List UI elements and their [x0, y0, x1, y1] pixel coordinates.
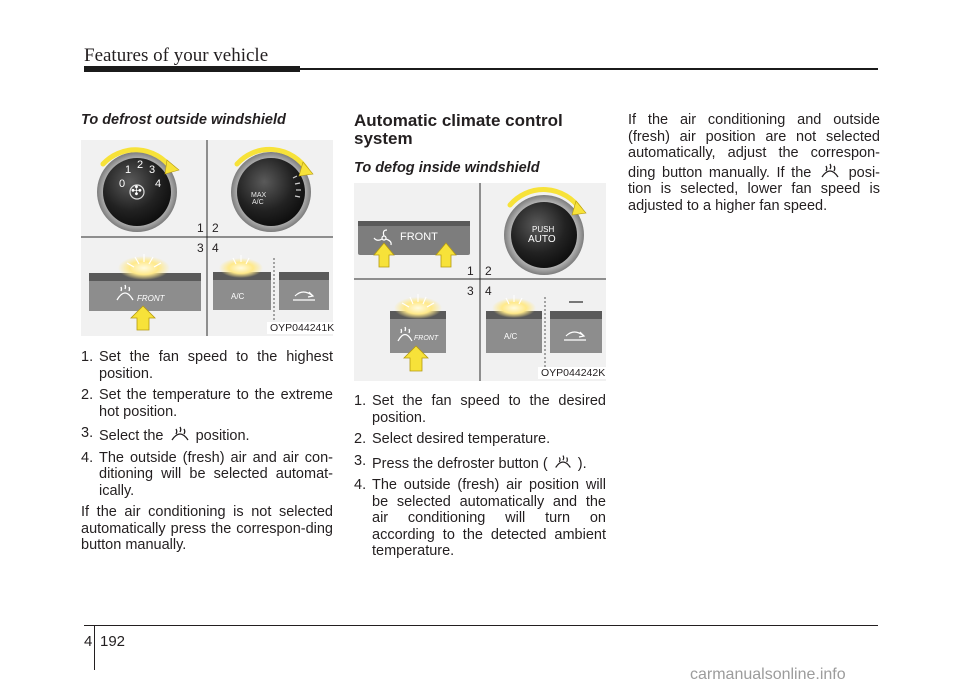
fan-icon: [373, 229, 392, 246]
column-3: If the air conditioning and outside (fre…: [628, 112, 880, 214]
figure-code: OYP044241K: [267, 322, 338, 334]
fig2-step-label-4: 4: [485, 284, 492, 298]
step-text: Set the fan speed to the highest positio…: [99, 349, 333, 382]
step-number: 3.: [354, 452, 367, 469]
step-text-pre: Press the defroster button (: [372, 455, 548, 472]
arrow-up-icon: [373, 242, 395, 268]
recirculation-icon: [564, 331, 586, 341]
list-item: 3. Press the defroster button ( ).: [354, 453, 606, 473]
step-text: The outside (fresh) air and air con-diti…: [99, 449, 333, 499]
front-button-label: FRONT: [137, 294, 165, 303]
arrow-up-icon: [435, 242, 457, 268]
ac-button-label: A/C: [231, 292, 245, 301]
paragraph-text-pre: If the air conditioning and outside (fre…: [628, 112, 880, 181]
step-number: 1.: [354, 393, 367, 409]
fig2-step-label-2: 2: [485, 264, 492, 278]
steps-list: 1. Set the fan speed to the desired posi…: [354, 393, 606, 560]
page-header-title: Features of your vehicle: [84, 45, 269, 66]
section-heading-auto-climate: Automatic climate control system: [354, 111, 563, 148]
step-text: Set the temperature to the extreme hot p…: [99, 387, 333, 420]
fig2-step-label-1: 1: [467, 264, 474, 278]
ac-button-label: A/C: [504, 332, 518, 341]
push-label: PUSH: [532, 225, 555, 234]
page-number: 192: [100, 633, 126, 650]
step-text-post: position.: [195, 428, 250, 444]
arrow-up-icon: [403, 345, 429, 372]
fig1-step-label-1: 1: [197, 221, 204, 235]
figure-defog-inside-art: [354, 183, 606, 381]
manual-adjust-paragraph: If the air conditioning and outside (fre…: [628, 112, 880, 214]
paragraph-text-post: posi-tion is selected, lower fan speed i…: [628, 164, 880, 214]
list-item: 1. Set the fan speed to the highest posi…: [81, 349, 333, 382]
header-rule-thick: [84, 66, 300, 72]
fan-dial-digit-3: 3: [149, 164, 156, 176]
list-item: 2. Set the temperature to the extreme ho…: [81, 387, 333, 420]
figure-defrost-outside-art: [81, 140, 333, 336]
arrow-up-icon: [130, 305, 156, 331]
list-item: 3. Select the position.: [81, 425, 333, 445]
header-rule-thin: [300, 68, 878, 70]
figure-defrost-outside: 0 1 2 3 4 ✣ MAX A/C FRONT A/C 1 2 3 4 OY…: [81, 140, 338, 336]
defroster-icon: [116, 284, 134, 301]
step-text-pre: Select the: [99, 428, 164, 444]
list-item: 4. The outside (fresh) air and air con-d…: [81, 450, 333, 500]
step-number: 4.: [354, 477, 367, 493]
step-text: The outside (fresh) air position will be…: [372, 477, 606, 559]
fan-dial-digit-1: 1: [125, 164, 132, 176]
figure-defog-inside: FRONT PUSH AUTO FRONT A/C 1 2 3 4 OYP044…: [354, 183, 609, 381]
defroster-icon: [170, 426, 189, 441]
temp-dial-max-label: MAX: [251, 192, 267, 199]
column-1: To defrost outside windshield: [81, 112, 338, 554]
list-item: 4. The outside (fresh) air position will…: [354, 477, 606, 560]
list-item: 1. Set the fan speed to the desired posi…: [354, 393, 606, 426]
step-number: 2.: [354, 431, 367, 447]
step-number: 2.: [81, 387, 94, 403]
fig2-step-label-3: 3: [467, 284, 474, 298]
defroster-icon: [821, 163, 839, 177]
step-number: 3.: [81, 425, 94, 441]
fig1-step-label-3: 3: [197, 241, 204, 255]
defroster-icon: [554, 454, 571, 468]
note-paragraph: If the air conditioning is not selected …: [81, 504, 333, 553]
auto-label: AUTO: [528, 234, 556, 245]
fig1-step-label-2: 2: [212, 221, 219, 235]
front-defrost-button-label: FRONT: [414, 335, 439, 342]
fan-dial-digit-2: 2: [137, 159, 144, 171]
footer-rule: [84, 625, 878, 626]
chapter-number: 4: [84, 633, 93, 650]
front-fan-button-label: FRONT: [400, 231, 438, 243]
step-text-post: ).: [577, 455, 587, 472]
step-text: Select desired temperature.: [372, 431, 551, 447]
figure-code: OYP044242K: [538, 367, 609, 379]
temp-dial-ac-label: A/C: [252, 199, 264, 206]
step-text: Set the fan speed to the desired positio…: [372, 393, 606, 426]
defroster-icon: [397, 326, 413, 342]
fan-dial-digit-0: 0: [119, 178, 126, 190]
step-number: 1.: [81, 349, 94, 365]
footer-divider: [94, 625, 95, 670]
list-item: 2. Select desired temperature.: [354, 431, 606, 448]
column-2: Automatic climate control system To defo…: [354, 111, 609, 565]
steps-list: 1. Set the fan speed to the highest posi…: [81, 349, 333, 499]
fan-icon: ✣: [131, 183, 142, 198]
watermark: carmanualsonline.info: [690, 666, 846, 683]
recirculation-icon: [293, 291, 315, 301]
fan-dial-digit-4: 4: [155, 178, 162, 190]
step-number: 4.: [81, 449, 94, 466]
fig1-step-label-4: 4: [212, 241, 219, 255]
subheading-defog-inside: To defog inside windshield: [354, 160, 540, 176]
subheading-defrost-outside: To defrost outside windshield: [81, 112, 286, 128]
